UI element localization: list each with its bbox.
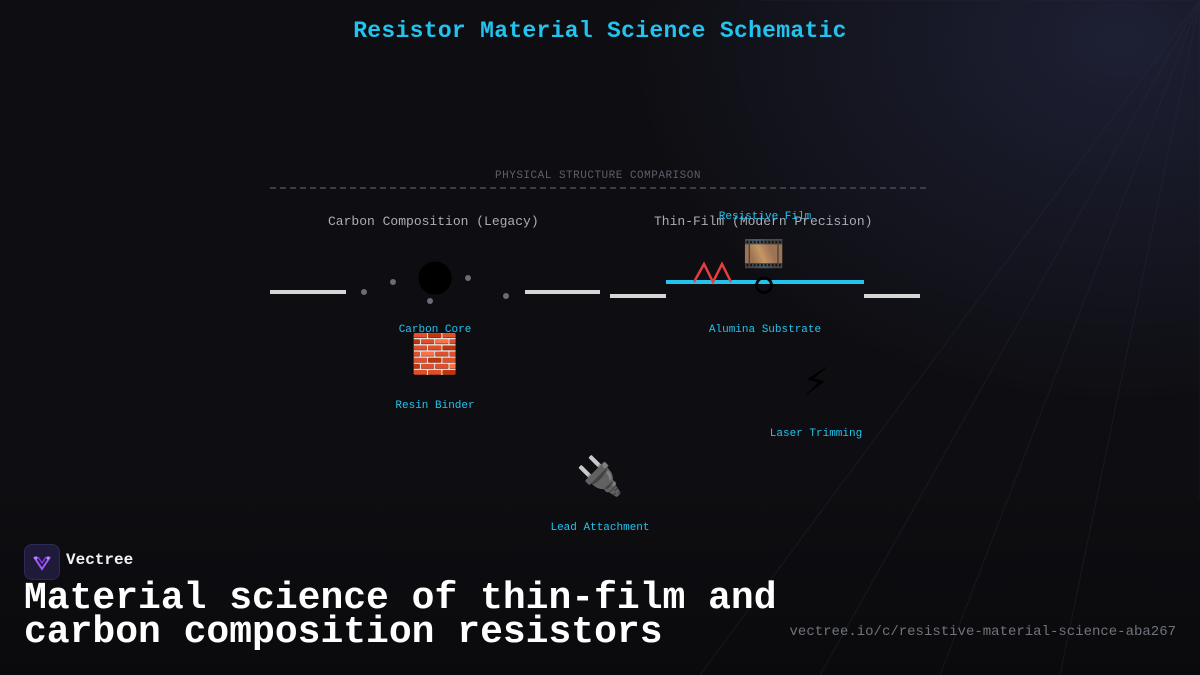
carbon-particle <box>390 279 396 285</box>
carbon-particle <box>465 275 471 281</box>
vectree-logo-icon <box>24 544 60 580</box>
film-frames-icon: 🎞️ <box>742 234 786 274</box>
brand-name: Vectree <box>66 551 134 569</box>
column-heading-carbon: Carbon Composition (Legacy) <box>328 214 539 229</box>
label-resin-binder: Resin Binder <box>395 400 475 412</box>
label-lead-attachment: Lead Attachment <box>550 522 650 534</box>
label-carbon-core: Carbon Core <box>398 324 472 336</box>
white-circle-icon: ⚪ <box>748 264 780 308</box>
column-heading-thin-film: Thin-Film (Modern Precision) <box>654 214 873 229</box>
section-divider <box>270 187 926 189</box>
headline: Material science of thin-film and carbon… <box>24 577 777 654</box>
label-resistive-film: Resistive Film <box>718 211 812 223</box>
source-url[interactable]: vectree.io/c/resistive-material-science-… <box>789 624 1176 640</box>
dark-moon-icon: 🌑 <box>415 257 455 301</box>
brick-icon: 🧱 <box>411 332 459 376</box>
carbon-particle <box>503 293 509 299</box>
plug-icon: 🔌 <box>576 454 624 498</box>
resistor-zigzag <box>692 261 733 285</box>
carbon-particle <box>427 298 433 304</box>
page-title: Resistor Material Science Schematic <box>353 18 847 44</box>
label-alumina-substrate: Alumina Substrate <box>708 324 822 336</box>
label-laser-trimming: Laser Trimming <box>769 428 863 440</box>
lightning-icon: ⚡ <box>802 360 830 404</box>
carbon-particle <box>361 289 367 295</box>
section-label: PHYSICAL STRUCTURE COMPARISON <box>495 170 701 182</box>
